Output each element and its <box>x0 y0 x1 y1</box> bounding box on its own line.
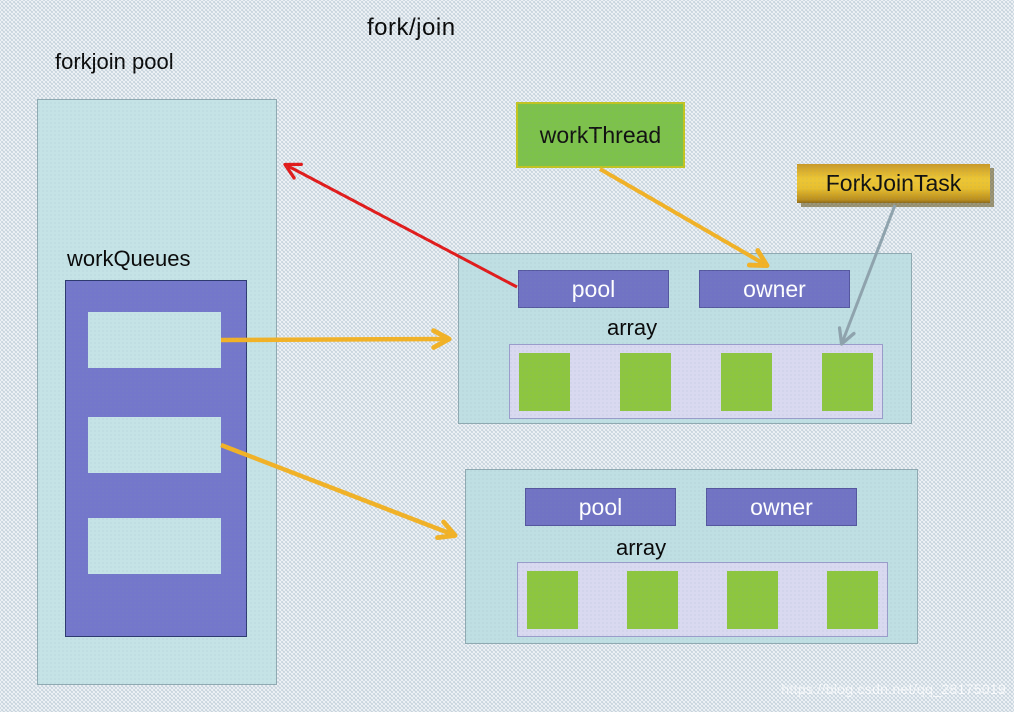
array-cell <box>527 570 578 629</box>
queue-slot <box>88 518 221 574</box>
array-cell <box>721 352 772 411</box>
panel1-owner-field: owner <box>699 270 850 308</box>
array-cell <box>827 570 878 629</box>
queue-slot <box>88 417 221 473</box>
watermark: https://blog.csdn.net/qq_28175019 <box>781 681 1006 697</box>
array-cell <box>519 352 570 411</box>
worker-panel-2: pool owner array <box>465 469 918 644</box>
panel2-pool-field: pool <box>525 488 676 526</box>
arrow-workthread-to-panel1-owner <box>598 167 770 269</box>
workqueues-box <box>65 280 247 637</box>
queue-slot <box>88 312 221 368</box>
forkjoin-pool-label: forkjoin pool <box>55 49 174 74</box>
panel2-array-box <box>517 562 888 637</box>
array-cell <box>727 570 778 629</box>
array-cell <box>822 352 873 411</box>
array-cell <box>620 352 671 411</box>
worker-panel-1: pool owner array <box>458 253 912 424</box>
panel1-array-label: array <box>607 315 658 340</box>
panel1-pool-field: pool <box>518 270 669 308</box>
workthread-box: workThread <box>516 102 685 168</box>
panel2-owner-field: owner <box>706 488 857 526</box>
panel2-array-label: array <box>616 535 667 560</box>
workqueues-label: workQueues <box>67 246 191 271</box>
array-cell <box>627 570 678 629</box>
panel1-array-box <box>509 344 883 419</box>
slide-title: fork/join <box>367 14 456 41</box>
forkjointask-box: ForkJoinTask <box>797 164 990 203</box>
